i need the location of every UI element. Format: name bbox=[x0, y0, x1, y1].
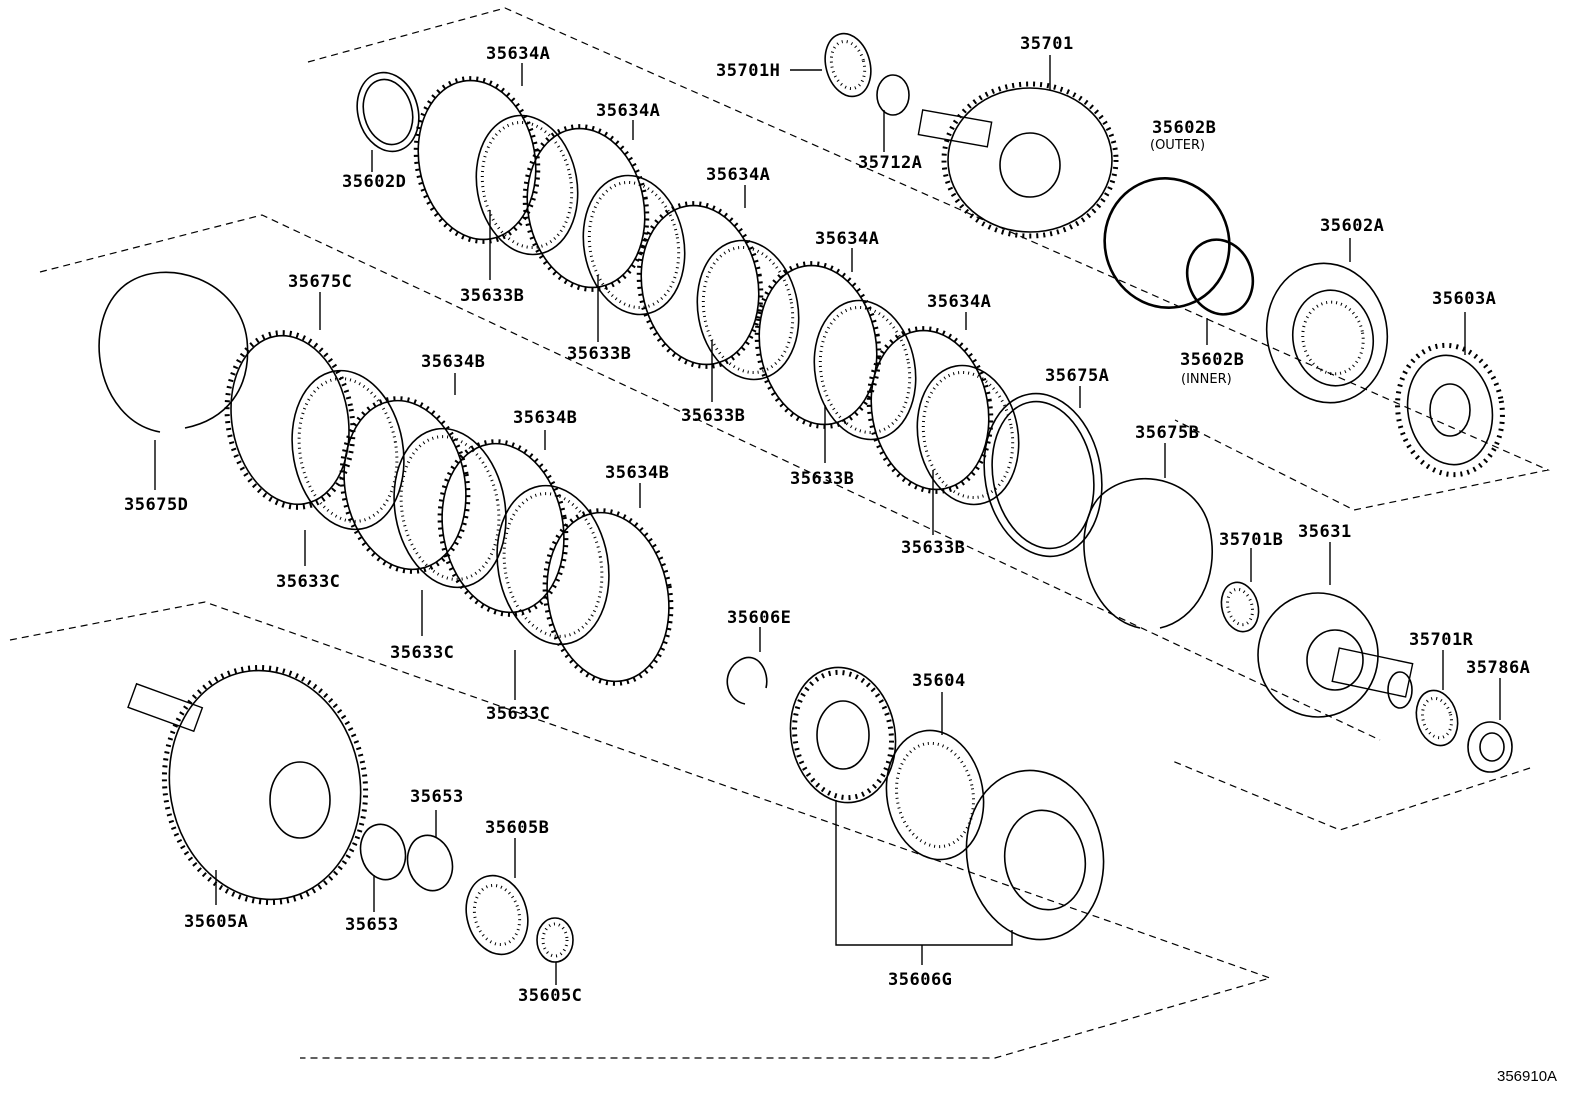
clutch-plates-35633c bbox=[291, 369, 610, 646]
snap-ring-35675b bbox=[1083, 478, 1213, 629]
snap-ring-35675a bbox=[983, 392, 1103, 558]
label-35606e: 35606E bbox=[727, 608, 792, 628]
label-35653-2: 35653 bbox=[345, 915, 399, 935]
seal-ring-35653-b bbox=[406, 834, 454, 892]
o-ring-35602b-outer bbox=[1103, 177, 1231, 309]
hub-35631 bbox=[1257, 592, 1414, 718]
snap-ring-35602d bbox=[356, 71, 420, 153]
o-ring-35602b-inner bbox=[1185, 238, 1255, 316]
label-35604: 35604 bbox=[912, 671, 966, 691]
seal-ring-35653-a bbox=[359, 823, 407, 881]
label-35675d: 35675D bbox=[124, 495, 189, 515]
label-35633c-1: 35633C bbox=[276, 572, 341, 592]
snap-ring-35675d bbox=[98, 271, 249, 433]
label-35634a-3: 35634A bbox=[706, 165, 771, 185]
outer-race-35606g bbox=[965, 769, 1105, 941]
label-35602b-outer: 35602B bbox=[1152, 118, 1217, 138]
label-35633b-5: 35633B bbox=[901, 538, 966, 558]
label-35634a-4: 35634A bbox=[815, 229, 880, 249]
label-35701b: 35701B bbox=[1219, 530, 1284, 550]
upper-group-outline bbox=[307, 7, 1550, 511]
label-35634b-1: 35634B bbox=[421, 352, 486, 372]
figure-id: 356910A bbox=[1497, 1068, 1558, 1085]
seal-ring-35712a bbox=[876, 74, 910, 116]
sublabel-outer: (OUTER) bbox=[1150, 138, 1206, 153]
label-35602d: 35602D bbox=[342, 172, 407, 192]
label-35634a-2: 35634A bbox=[596, 101, 661, 121]
label-35633b-1: 35633B bbox=[460, 286, 525, 306]
piston-35602a bbox=[1265, 262, 1389, 404]
clutch-drum-35605a bbox=[127, 665, 369, 905]
label-35633b-4: 35633B bbox=[790, 469, 855, 489]
thrust-bearing-35605b bbox=[465, 874, 529, 956]
label-35675a: 35675A bbox=[1045, 366, 1110, 386]
sprag-assembly-35604 bbox=[885, 729, 985, 861]
label-35605b: 35605B bbox=[485, 818, 550, 838]
thrust-bearing-35701r bbox=[1415, 689, 1459, 747]
label-35712a: 35712A bbox=[858, 153, 923, 173]
sublabel-inner: (INNER) bbox=[1181, 372, 1232, 387]
needle-bearing-35605c bbox=[536, 917, 574, 963]
label-35653-1: 35653 bbox=[410, 787, 464, 807]
clutch-discs-35634a bbox=[413, 76, 994, 494]
snap-ring-35675c bbox=[224, 330, 356, 510]
label-35605a: 35605A bbox=[184, 912, 249, 932]
label-35701r: 35701R bbox=[1409, 630, 1474, 650]
label-35675c: 35675C bbox=[288, 272, 353, 292]
label-35634b-2: 35634B bbox=[513, 408, 578, 428]
label-35634b-3: 35634B bbox=[605, 463, 670, 483]
label-35786a: 35786A bbox=[1466, 658, 1531, 678]
snap-ring-35606e bbox=[726, 656, 768, 705]
clutch-drum-35701 bbox=[917, 81, 1119, 239]
label-35631: 35631 bbox=[1298, 522, 1352, 542]
middle-group-outline bbox=[39, 214, 1381, 741]
label-35701h: 35701H bbox=[716, 61, 781, 81]
leader-lines bbox=[154, 55, 1501, 985]
label-35603a: 35603A bbox=[1432, 289, 1497, 309]
label-35606g: 35606G bbox=[888, 970, 953, 990]
label-35634a-1: 35634A bbox=[486, 44, 551, 64]
label-35633c-2: 35633C bbox=[390, 643, 455, 663]
right-lower-group-outline bbox=[1169, 759, 1531, 831]
label-35634a-5: 35634A bbox=[927, 292, 992, 312]
return-spring-35603a bbox=[1395, 342, 1505, 478]
reaction-plate-35606g bbox=[789, 666, 897, 804]
label-35633b-2: 35633B bbox=[567, 344, 632, 364]
thrust-bearing-35701h bbox=[824, 32, 872, 98]
bushing-35786a bbox=[1467, 721, 1513, 773]
label-35602a: 35602A bbox=[1320, 216, 1385, 236]
label-35675b: 35675B bbox=[1135, 423, 1200, 443]
lower-group-outline bbox=[9, 601, 1272, 1059]
label-35701: 35701 bbox=[1020, 34, 1074, 54]
label-35633c-3: 35633C bbox=[486, 704, 551, 724]
clutch-plates-35633b bbox=[475, 114, 1020, 506]
label-35633b-3: 35633B bbox=[681, 406, 746, 426]
label-35602b-inner: 35602B bbox=[1180, 350, 1245, 370]
thrust-bearing-35701b bbox=[1220, 581, 1260, 633]
clutch-discs-35634b bbox=[339, 396, 674, 686]
label-35605c: 35605C bbox=[518, 986, 583, 1006]
